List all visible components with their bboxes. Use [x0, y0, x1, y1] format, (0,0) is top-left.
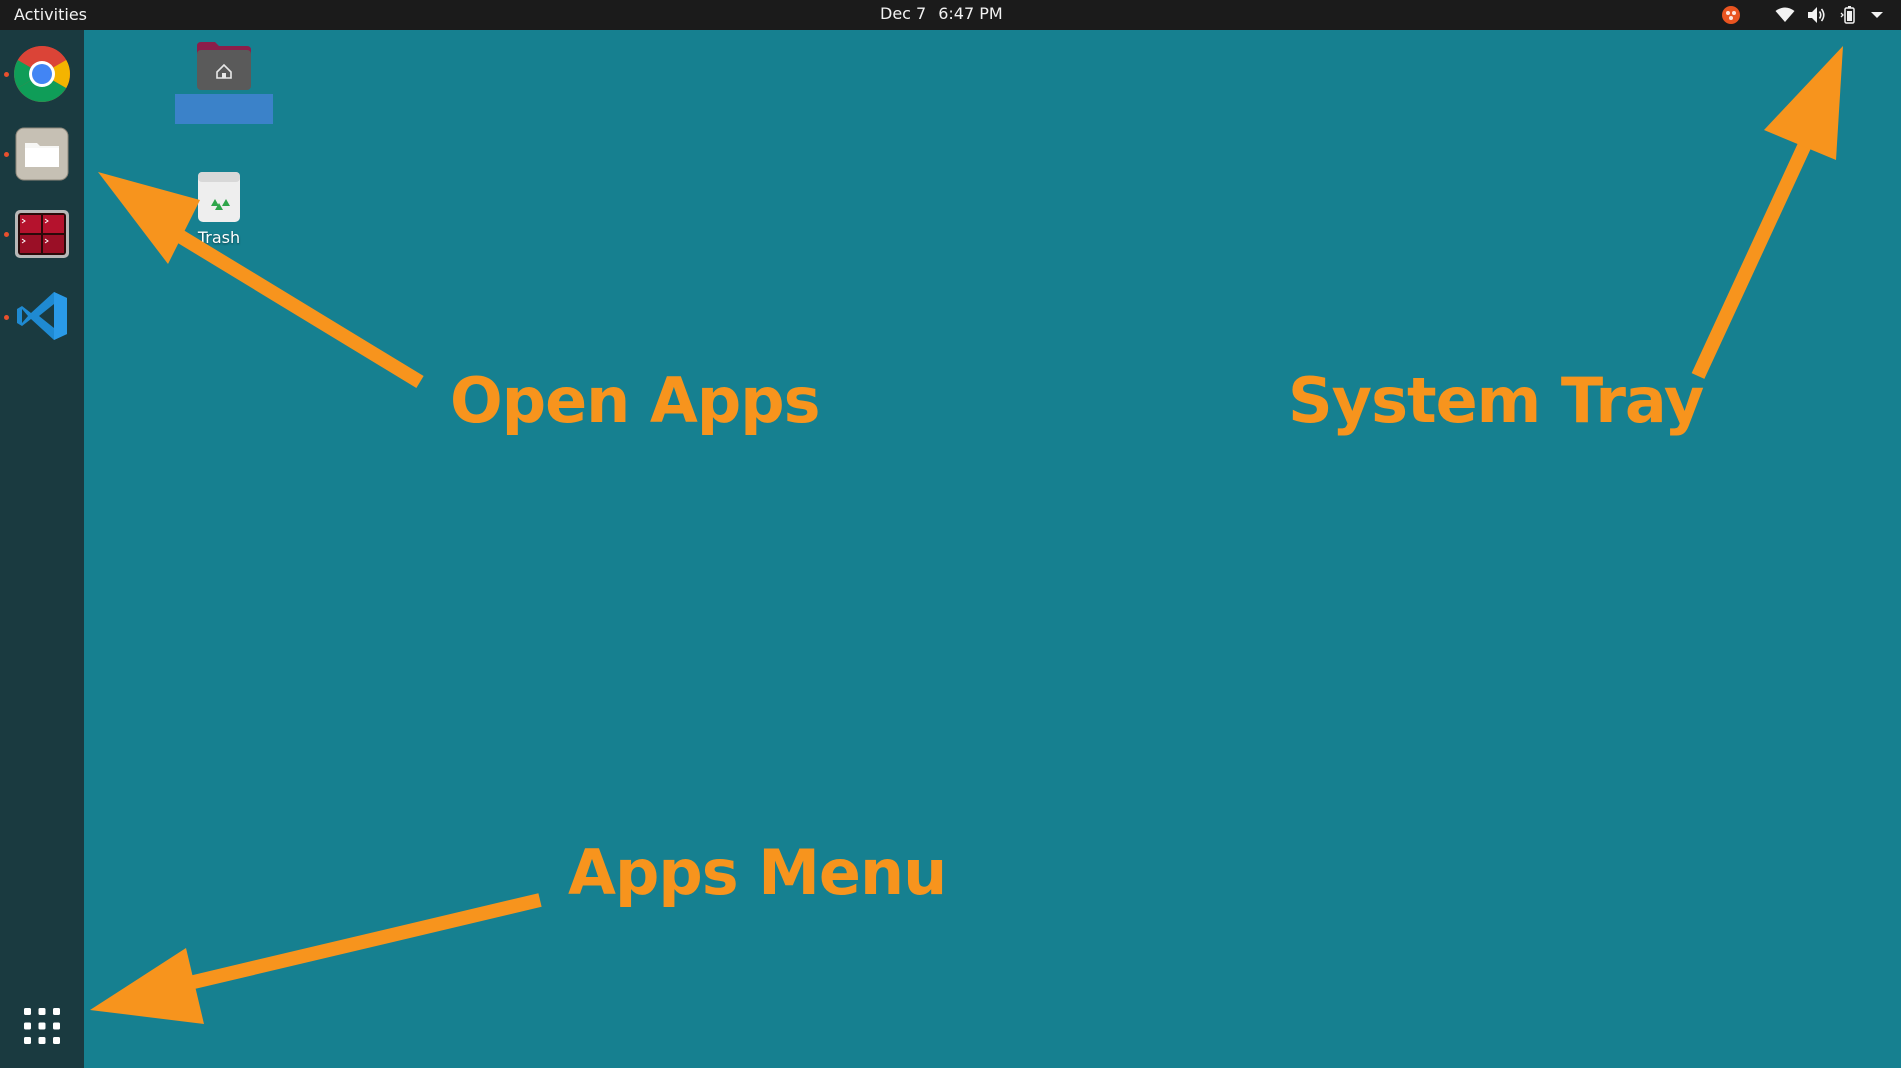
activities-button[interactable]: Activities [14, 5, 87, 24]
system-tray-arrowhead [1764, 46, 1843, 160]
clock-time: 6:47 PM [938, 4, 1003, 23]
open-apps-arrowhead [98, 172, 200, 264]
annotation-open-apps: Open Apps [450, 364, 821, 437]
chrome-icon [14, 46, 70, 102]
terminal-icon [15, 210, 69, 258]
battery-icon[interactable] [1837, 3, 1861, 27]
clock-date: Dec 7 [880, 4, 927, 23]
show-apps-button[interactable] [10, 994, 74, 1058]
files-icon [15, 127, 69, 181]
running-indicator [4, 232, 9, 237]
app-indicator-icon[interactable] [1719, 3, 1743, 27]
top-bar: Activities Dec 7 6:47 PM [0, 0, 1901, 30]
annotation-system-tray: System Tray [1288, 364, 1704, 437]
dock-item-chrome[interactable] [10, 42, 74, 106]
annotation-apps-menu: Apps Menu [568, 836, 947, 909]
system-menu-chevron-icon[interactable] [1867, 3, 1887, 27]
clock-button[interactable]: Dec 7 6:47 PM [880, 0, 1003, 30]
running-indicator [4, 152, 9, 157]
dock-item-vscode[interactable] [10, 284, 74, 348]
home-label-selection [175, 94, 273, 124]
system-tray-arrow [1691, 109, 1827, 379]
home-folder-icon [197, 42, 251, 90]
desktop-icon-home[interactable] [174, 40, 274, 124]
system-tray [1701, 0, 1901, 30]
dock [0, 30, 84, 1068]
dock-item-terminal[interactable] [10, 202, 74, 266]
vscode-icon [17, 292, 67, 340]
wifi-icon[interactable] [1773, 3, 1797, 27]
trash-icon [198, 172, 240, 222]
dock-item-files[interactable] [10, 122, 74, 186]
running-indicator [4, 72, 9, 77]
open-apps-arrow [156, 218, 424, 388]
running-indicator [4, 315, 9, 320]
app-grid-icon [24, 1008, 60, 1044]
apps-menu-arrowhead [90, 948, 204, 1024]
desktop-icon-trash[interactable]: Trash [169, 170, 269, 247]
apps-menu-arrow [158, 893, 542, 997]
trash-label: Trash [197, 228, 241, 247]
volume-icon[interactable] [1805, 3, 1829, 27]
